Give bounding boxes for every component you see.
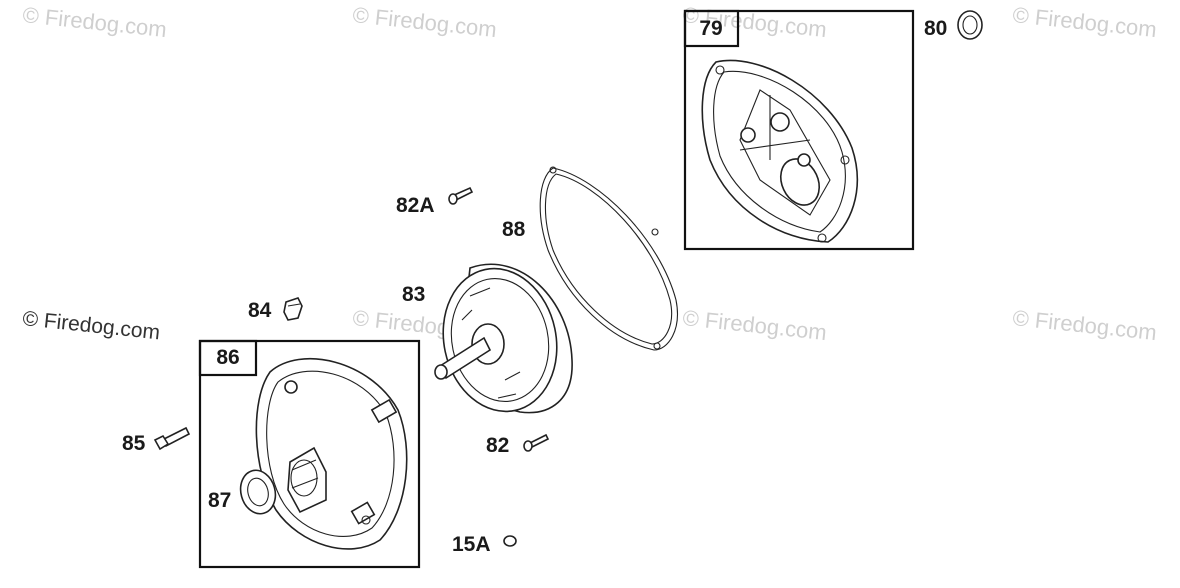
callout-79: 79 [699, 17, 722, 40]
watermark-top-far-right: © Firedog.com [1011, 2, 1157, 42]
watermark-middle-right: © Firedog.com [681, 305, 827, 345]
watermark-top-left: © Firedog.com [21, 2, 167, 42]
part-79-housing-group: 79 [683, 9, 915, 251]
part-80-seal: 80 [924, 10, 983, 40]
callout-84: 84 [248, 299, 272, 322]
callout-83: 83 [402, 283, 425, 306]
part-83-drum: 83 [402, 263, 573, 414]
callout-88: 88 [502, 218, 526, 241]
part-86-housing-drawing [255, 358, 408, 550]
part-84-plug: 84 [248, 297, 303, 322]
part-85-bolt: 85 [122, 426, 191, 455]
part-79-housing-drawing [701, 59, 859, 243]
part-88-gasket: 88 [502, 166, 678, 351]
watermark-middle-left: © Firedog.com [21, 307, 161, 344]
watermark-middle-far-right: © Firedog.com [1011, 305, 1157, 345]
part-86-frame [198, 339, 421, 569]
part-79-frame [683, 9, 915, 251]
callout-86: 86 [216, 346, 239, 369]
part-15a: 15A [452, 533, 517, 556]
callout-87: 87 [208, 489, 231, 512]
watermark-top-center: © Firedog.com [351, 2, 497, 42]
part-82a-screw: 82A [396, 186, 474, 217]
part-82-screw: 82 [486, 433, 550, 457]
callout-82: 82 [486, 434, 509, 457]
callout-80: 80 [924, 17, 947, 40]
callout-85: 85 [122, 432, 146, 455]
callout-15a: 15A [452, 533, 491, 556]
callout-82a: 82A [396, 194, 435, 217]
part-87-seal: 87 [208, 469, 277, 515]
part-86-tag [198, 339, 258, 377]
part-86-housing-group: 86 [198, 339, 421, 569]
part-79-tag [683, 9, 740, 48]
